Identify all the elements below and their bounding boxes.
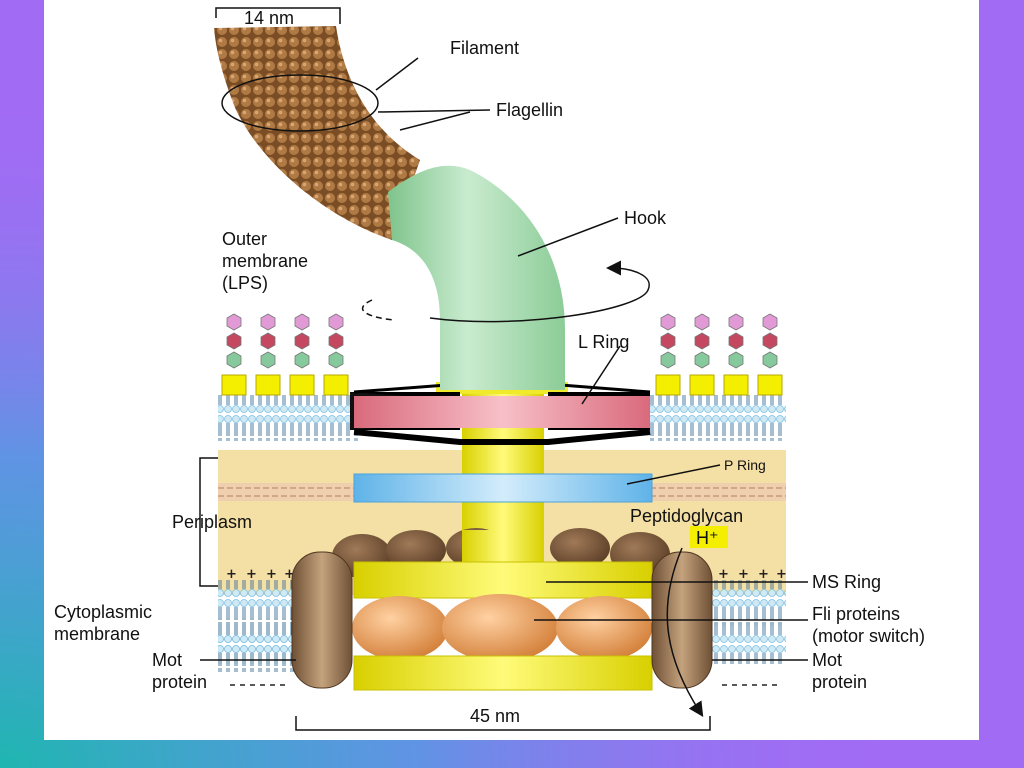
fli-proteins-label-2: (motor switch) [812,626,925,646]
charge-plus: + [284,567,295,582]
scale-45nm-label: 45 nm [470,706,520,726]
mot-protein-left-label-1: Mot [152,650,182,670]
outer-membrane [218,313,786,441]
mot-protein-right-label-1: Mot [812,650,842,670]
l-ring [350,382,651,445]
flagellin-label: Flagellin [496,100,563,120]
hook-label: Hook [624,208,667,228]
mot-protein-left [291,551,353,689]
outer-membrane-label-1: Outer [222,229,267,249]
mot-protein-left-label-2: protein [152,672,207,692]
charge-plus: + [266,567,277,582]
outer-membrane-label-2: membrane [222,251,308,271]
h-plus-label: H⁺ [696,528,719,548]
mot-protein-right-label-2: protein [812,672,867,692]
rotation-arrow [429,260,650,323]
cytoplasmic-membrane: + + + + + + + + [218,567,787,686]
l-ring-label: L Ring [578,332,629,352]
ms-ring [353,561,653,599]
proton-flow-arrow [666,547,704,718]
charge-plus: + [776,567,787,582]
h-plus-badge [690,526,728,548]
periplasm-label: Periplasm [172,512,252,532]
c-ring-bottom [353,655,653,691]
filament-label: Filament [450,38,519,58]
lps-sugar-chains [226,313,778,369]
charge-plus: + [758,567,769,582]
fli-proteins [352,594,652,662]
p-ring [353,473,653,503]
hook [388,165,565,390]
peptidoglycan-label: Peptidoglycan [630,506,743,526]
leader-lines [200,57,808,661]
charge-plus: + [718,567,729,582]
charge-plus: + [226,567,237,582]
scale-14nm-label: 14 nm [244,8,294,28]
cytoplasmic-membrane-label-2: membrane [54,624,140,644]
p-ring-label: P Ring [724,457,766,473]
outer-membrane-label-3: (LPS) [222,273,268,293]
fli-proteins-label-1: Fli proteins [812,604,900,624]
charge-plus: + [738,567,749,582]
charge-plus: + [246,567,257,582]
ms-ring-label: MS Ring [812,572,881,592]
filament [214,26,420,240]
cytoplasmic-membrane-label-1: Cytoplasmic [54,602,152,622]
